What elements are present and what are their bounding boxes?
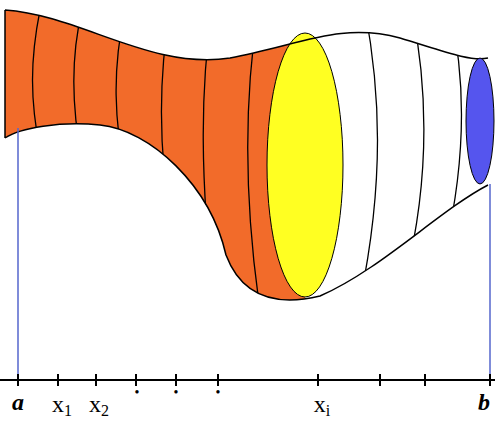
endpoint-label: b (478, 390, 490, 414)
ellipsis-dot: • (216, 386, 221, 400)
endpoint-label: a (12, 390, 24, 414)
subscript-label: xi (314, 392, 330, 419)
ellipsis-dot: • (135, 386, 140, 400)
ellipsis-dot: • (174, 386, 179, 400)
subscript-label: x1 (52, 392, 72, 419)
subscript-label: x2 (89, 392, 109, 419)
